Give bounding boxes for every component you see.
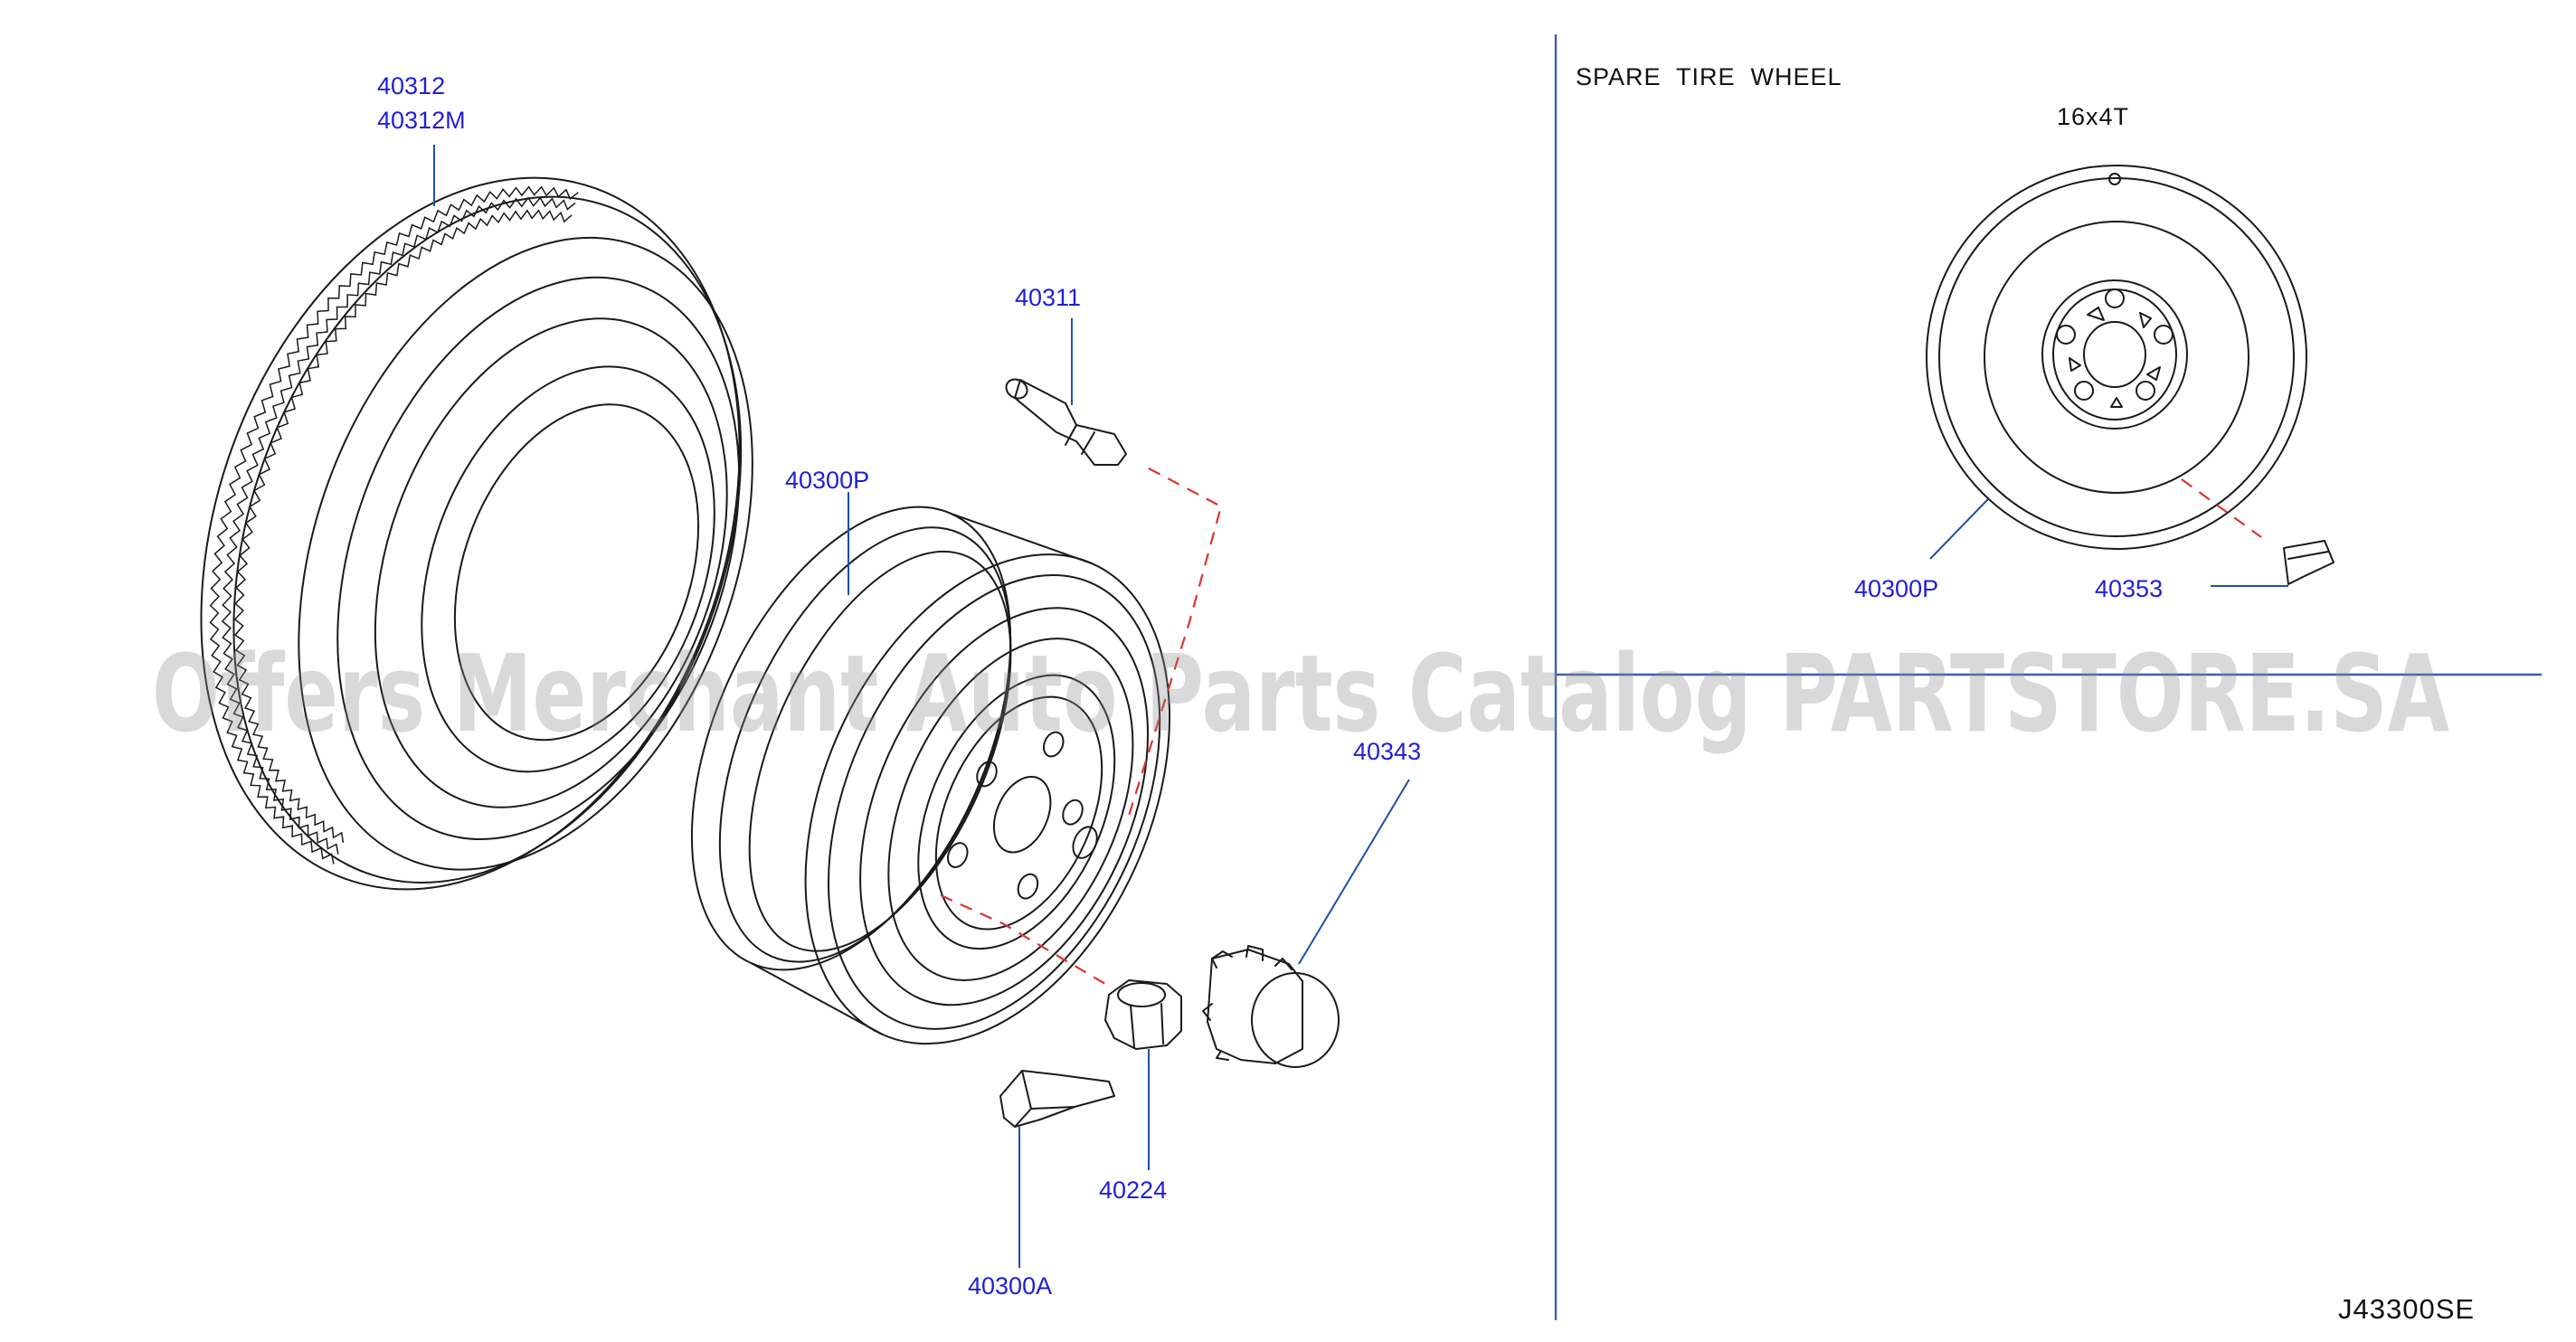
label-40312: 40312	[377, 72, 445, 99]
spare-wheel-icon[interactable]	[1926, 165, 2334, 585]
spare-size: 16x4T	[2057, 103, 2129, 130]
spare-title: SPARE TIRE WHEEL	[1576, 63, 1842, 90]
label-40300p: 40300P	[785, 467, 869, 494]
label-40312m: 40312M	[377, 107, 466, 134]
wheel-nut-icon[interactable]	[1104, 979, 1182, 1050]
label-spare-40300p: 40300P	[1854, 575, 1938, 602]
tire-icon[interactable]	[107, 102, 848, 970]
tread-band-1	[221, 196, 576, 855]
diagram-code: J43300SE	[2338, 1293, 2475, 1325]
balance-weight-icon[interactable]	[999, 1070, 1115, 1128]
valve-icon[interactable]	[1003, 375, 1127, 466]
label-40343: 40343	[1353, 738, 1421, 765]
tread-band-2	[233, 209, 573, 843]
watermark: Offers Merchant Auto Parts Catalog PARTS…	[152, 631, 2449, 756]
label-40311: 40311	[1015, 284, 1081, 311]
label-40300a: 40300A	[968, 1272, 1052, 1299]
tread-band-0	[209, 185, 579, 865]
label-40353: 40353	[2095, 575, 2163, 602]
center-cap-icon[interactable]	[1202, 945, 1340, 1068]
wheel-icon[interactable]	[622, 448, 1241, 1101]
label-40224: 40224	[1099, 1177, 1167, 1204]
